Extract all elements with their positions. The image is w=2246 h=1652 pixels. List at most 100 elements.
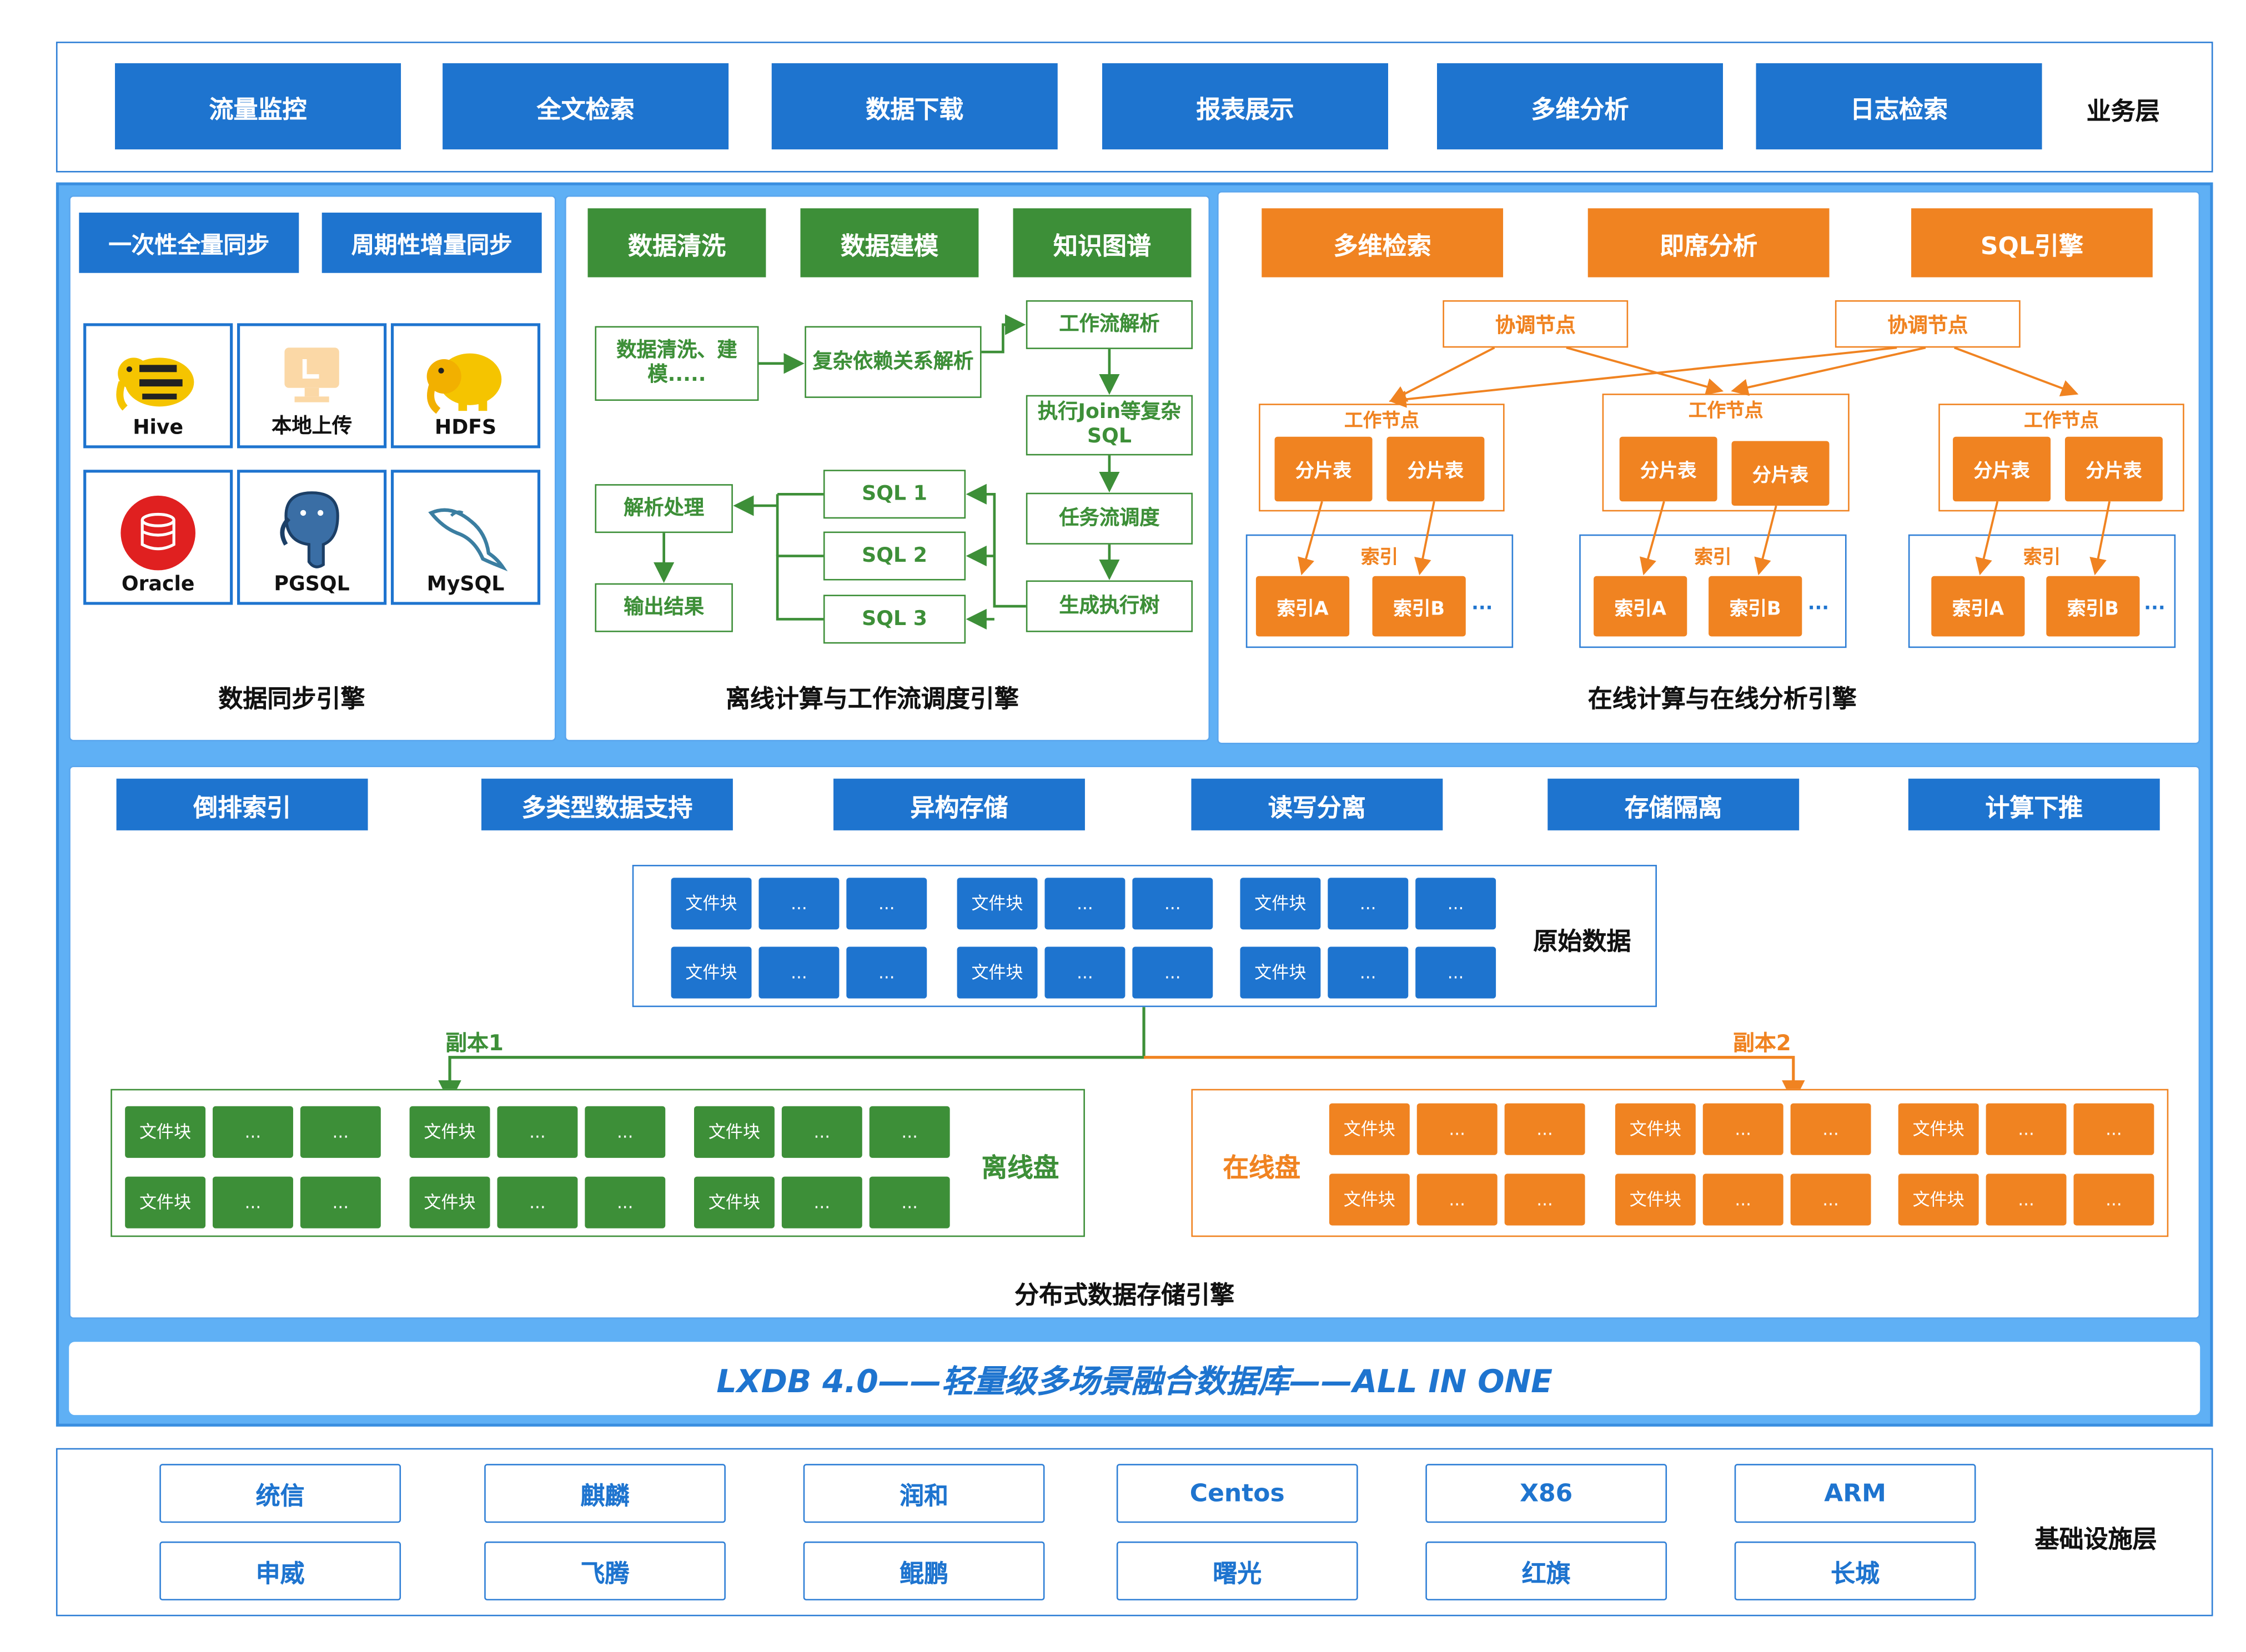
infra-layer-label: 基础设施层: [2034, 1525, 2157, 1555]
worker-group-3-title: 工作节点: [2024, 411, 2099, 432]
online-engine-title: 在线计算与在线分析引擎: [1587, 685, 1857, 714]
feature-inverted-index: 倒排索引: [116, 778, 368, 830]
infra-phytium: 飞腾: [484, 1541, 726, 1601]
sync-mode-full: 一次性全量同步: [79, 213, 299, 273]
business-item-report: 报表展示: [1102, 63, 1389, 150]
online-file-block: 文件块: [1898, 1103, 1979, 1155]
business-item-traffic: 流量监控: [115, 63, 401, 150]
raw-dots: ...: [1044, 878, 1125, 930]
offline-dots: ...: [869, 1176, 950, 1228]
worker-group-2-title: 工作节点: [1688, 401, 1763, 422]
online-dots: ...: [1416, 1173, 1498, 1226]
offline-file-block: 文件块: [409, 1176, 490, 1228]
online-file-block: 文件块: [1898, 1173, 1979, 1226]
worker-group-1-title: 工作节点: [1344, 411, 1419, 432]
raw-dots: ...: [1132, 878, 1213, 930]
online-header-adhoc: 即席分析: [1587, 208, 1830, 278]
node-task-schedule: 任务流调度: [1026, 492, 1193, 545]
infra-sunway: 申威: [159, 1541, 401, 1601]
node-clean-model: 数据清洗、建模.....: [595, 326, 759, 401]
online-dots: ...: [1504, 1173, 1585, 1226]
node-complex-dependency: 复杂依赖关系解析: [805, 326, 982, 398]
raw-dots: ...: [1328, 946, 1409, 999]
oracle-database-icon: [120, 495, 195, 571]
offline-file-block: 文件块: [125, 1106, 206, 1158]
infra-uos: 统信: [159, 1464, 401, 1523]
node-output-result: 输出结果: [595, 583, 733, 632]
offline-header-knowledge: 知识图谱: [1013, 208, 1192, 278]
raw-file-block: 文件块: [1240, 878, 1321, 930]
infra-sugon: 曙光: [1116, 1541, 1358, 1601]
shard-3b: 分片表: [2064, 436, 2163, 502]
index-3-ellipsis: ...: [2144, 593, 2165, 615]
monitor-upload-icon: [284, 347, 339, 402]
shard-2b: 分片表: [1731, 441, 1830, 506]
raw-dots: ...: [758, 878, 840, 930]
raw-file-block: 文件块: [671, 946, 752, 999]
offline-file-block: 文件块: [125, 1176, 206, 1228]
mysql-dolphin-icon: [428, 508, 508, 572]
hive-elephant-icon: [116, 357, 194, 411]
offline-engine-title: 离线计算与工作流调度引擎: [725, 685, 1019, 714]
infra-arm: ARM: [1734, 1464, 1976, 1523]
index-group-1-title: 索引: [1360, 547, 1399, 569]
source-hdfs: HDFS: [390, 323, 541, 449]
feature-multi-type: 多类型数据支持: [481, 778, 733, 830]
offline-dots: ...: [585, 1176, 666, 1228]
index-2a: 索引A: [1594, 576, 1687, 637]
offline-file-block: 文件块: [694, 1106, 775, 1158]
source-local-upload-label: 本地上传: [272, 415, 353, 439]
business-layer-label: 业务层: [2086, 97, 2160, 127]
raw-dots: ...: [1415, 946, 1496, 999]
node-sql-2: SQL 2: [823, 531, 966, 581]
product-banner-text: LXDB 4.0——轻量级多场景融合数据库——ALL IN ONE: [716, 1364, 1553, 1401]
raw-file-block: 文件块: [957, 878, 1038, 930]
online-dots: ...: [1504, 1103, 1585, 1155]
infra-redflag: 红旗: [1425, 1541, 1667, 1601]
business-item-fulltext: 全文检索: [443, 63, 729, 150]
raw-dots: ...: [1328, 878, 1409, 930]
index-1-ellipsis: ...: [1471, 593, 1493, 615]
online-dots: ...: [1416, 1103, 1498, 1155]
product-banner: LXDB 4.0——轻量级多场景融合数据库——ALL IN ONE: [69, 1342, 2200, 1416]
shard-3a: 分片表: [1953, 436, 2051, 502]
shard-1b: 分片表: [1386, 436, 1485, 502]
source-hive: Hive: [83, 323, 233, 449]
business-item-logsearch: 日志检索: [1756, 63, 2042, 150]
online-dots: ...: [1986, 1103, 2067, 1155]
index-2-ellipsis: ...: [1807, 593, 1830, 615]
offline-dots: ...: [300, 1176, 381, 1228]
online-header-sql-engine: SQL引擎: [1911, 208, 2153, 278]
online-dots: ...: [1702, 1103, 1783, 1155]
shard-2a: 分片表: [1619, 436, 1717, 502]
node-gen-exec-tree: 生成执行树: [1026, 580, 1193, 632]
feature-rw-split: 读写分离: [1191, 778, 1443, 830]
offline-dots: ...: [213, 1106, 293, 1158]
storage-engine-title: 分布式数据存储引擎: [1014, 1281, 1235, 1311]
source-hive-label: Hive: [133, 416, 184, 440]
index-group-2-title: 索引: [1694, 547, 1732, 569]
online-dots: ...: [1790, 1103, 1871, 1155]
hadoop-elephant-icon: [426, 353, 502, 414]
source-oracle: Oracle: [83, 470, 233, 605]
source-local-upload: 本地上传: [237, 323, 387, 449]
index-3a: 索引A: [1931, 576, 2025, 637]
online-disk-label: 在线盘: [1223, 1154, 1301, 1184]
offline-file-block: 文件块: [694, 1176, 775, 1228]
online-header-multidim-search: 多维检索: [1262, 208, 1504, 278]
infra-kylin: 麒麟: [484, 1464, 726, 1523]
offline-dots: ...: [213, 1176, 293, 1228]
offline-dots: ...: [869, 1106, 950, 1158]
online-dots: ...: [1790, 1173, 1871, 1226]
node-sql-1: SQL 1: [823, 470, 966, 519]
node-exec-join: 执行Join等复杂SQL: [1026, 395, 1193, 456]
infra-runhe: 润和: [803, 1464, 1045, 1523]
source-oracle-label: Oracle: [121, 573, 195, 597]
business-item-multidim: 多维分析: [1437, 63, 1724, 150]
offline-header-modeling: 数据建模: [800, 208, 979, 278]
source-mysql-label: MySQL: [426, 573, 505, 597]
infra-greatwall: 长城: [1734, 1541, 1976, 1601]
raw-dots: ...: [1132, 946, 1213, 999]
